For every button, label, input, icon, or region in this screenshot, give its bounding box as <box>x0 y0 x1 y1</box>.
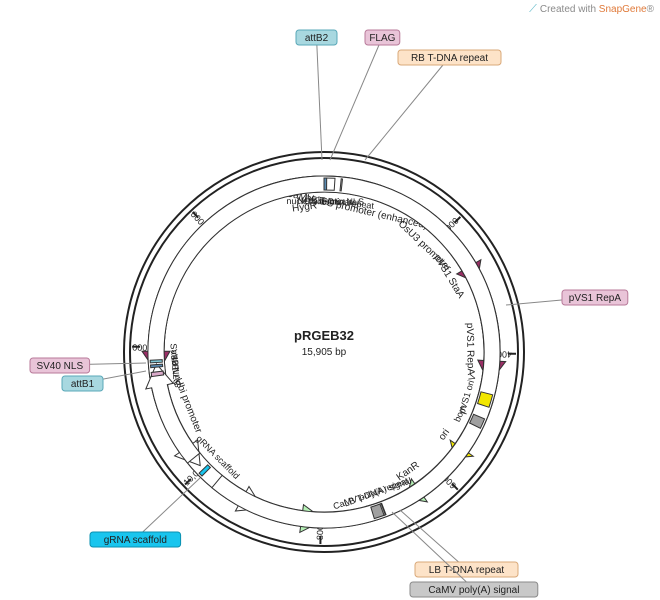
callout-label: gRNA scaffold <box>104 535 167 546</box>
tick-label: 8000 <box>315 520 325 540</box>
plasmid-name: pRGEB32 <box>294 328 354 343</box>
box-label: NOS terminator <box>297 195 360 207</box>
snapgene-logo-icon: ⟋ <box>529 3 537 15</box>
feature-label: ori <box>437 427 452 442</box>
ruler-tick: 8000 <box>315 520 325 545</box>
callout-label: CaMV poly(A) signal <box>428 585 519 596</box>
callout-attb2: attB2 <box>295 29 338 161</box>
plasmid-size: 15,905 bp <box>302 347 347 358</box>
feature-box-nucleoplasmin-nls: nucleoplasmin NLS <box>286 177 364 207</box>
callout-attb1-tag: attB1 <box>61 370 147 392</box>
callout-label: RB T-DNA repeat <box>411 53 488 64</box>
watermark-brand: SnapGene <box>598 4 647 15</box>
feature-label: HygR <box>291 200 317 214</box>
callout-lb-tdna: LB T-DNA repeat <box>399 509 519 578</box>
callout-flag: FLAG <box>329 29 401 161</box>
box-label: SV40 NLS <box>168 343 181 386</box>
callout-rb-tdna: RB T-DNA repeat <box>364 49 502 161</box>
feature-label: pVS1 RepA <box>464 323 476 376</box>
callout-sv40-nls-tag: SV40 NLS <box>29 357 147 374</box>
ruler-tick: 12,000 <box>132 342 160 353</box>
tick-label: 12,000 <box>132 342 160 353</box>
box-label: 3xFLAG <box>169 354 183 388</box>
watermark-mark: ® <box>646 4 654 15</box>
feature-box-3xflag: 3xFLAG <box>150 354 183 388</box>
feature-box-sv40-nls: SV40 NLS <box>149 343 182 386</box>
callout-label: LB T-DNA repeat <box>429 565 505 576</box>
box-label: nucleoplasmin NLS <box>286 196 364 207</box>
ruler-tick: 4000 <box>492 349 517 359</box>
callout-label: attB2 <box>305 33 329 44</box>
watermark-prefix: Created with <box>539 4 599 15</box>
callout-label: SV40 NLS <box>36 361 83 372</box>
feature-box-attb1: attB1 <box>149 349 180 371</box>
box-label: attB1 <box>169 349 180 371</box>
callout-label: FLAG <box>369 33 395 44</box>
callout-camv-polya-tag: CaMV poly(A) signal <box>391 511 539 598</box>
plasmid-backbone <box>123 151 525 553</box>
callout-label: attB1 <box>71 379 95 390</box>
callout-grna-tag: gRNA scaffold <box>89 477 201 548</box>
snapgene-watermark: ⟋Created with SnapGene® <box>529 3 654 16</box>
callout-pvs1-repa-tag: pVS1 RepA <box>505 289 629 306</box>
callout-label: pVS1 RepA <box>569 293 622 304</box>
tick-label: 4000 <box>492 349 512 359</box>
